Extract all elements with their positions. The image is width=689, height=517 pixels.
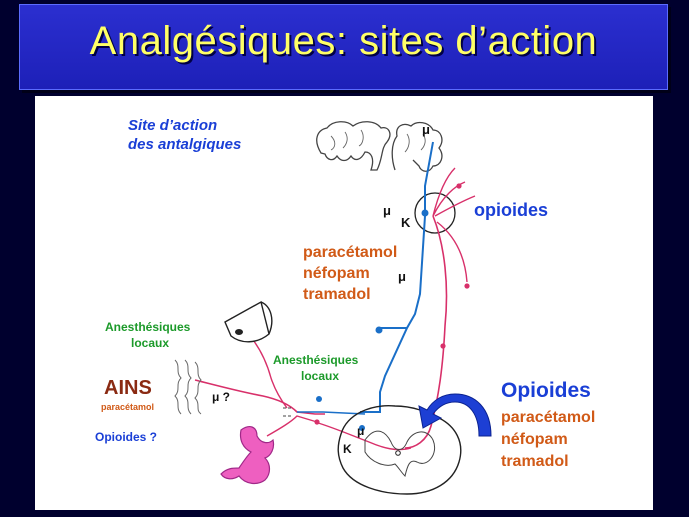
orange-top-line1: paracétamol [303, 244, 398, 261]
anesthesiques-left-line1: Anesthésiques [105, 320, 191, 334]
paracetamol-small-label: paracétamol [101, 402, 155, 412]
blue-descending-arrow [418, 393, 492, 437]
blue-synapse-mid [375, 326, 383, 334]
opioides-question-label: Opioides ? [95, 430, 158, 444]
kappa-cord-label: K [343, 442, 352, 456]
blue-synapse-peripheral [316, 396, 322, 402]
pink-afferent-lower [266, 415, 318, 437]
kappa-thalamus-label: K [401, 215, 411, 230]
pink-cortex-branches [432, 167, 476, 283]
anesthesiques-mid-line1: Anesthésiques [273, 353, 359, 367]
orange-bottom-line1: paracétamol [501, 409, 596, 426]
opioides-top-label: opioides [474, 200, 549, 220]
thalamus-circle [414, 192, 456, 234]
anesthesiques-left-line2: locaux [131, 336, 170, 350]
spinal-cord-outline [337, 405, 462, 495]
site-title-line2: des antalgiques [128, 136, 242, 153]
blue-ascending-pathway [360, 141, 434, 413]
diagram-panel: Site d’action des antalgiques μ μ K opio… [35, 96, 653, 510]
pink-descending-pathway [404, 215, 448, 449]
title-bar: Analgésiques: sites d’action [19, 4, 668, 90]
brain-outline-right [391, 121, 443, 172]
orange-top-line3: tramadol [303, 286, 371, 303]
orange-top-line2: néfopam [303, 265, 370, 282]
mu-cord-label: μ [357, 424, 365, 438]
brain-folds [330, 129, 426, 153]
blue-peripheral-path [297, 411, 366, 415]
blue-synapse-thalamus [421, 209, 429, 217]
blue-synapse-cord [359, 425, 365, 431]
slide-title: Analgésiques: sites d’action [89, 19, 598, 63]
ains-label: AINS [104, 377, 152, 399]
mu-question-label: μ ? [212, 390, 231, 404]
pink-organ-shape [220, 426, 275, 485]
junction-dashes [283, 407, 293, 417]
opioides-big-label: Opioides [501, 379, 591, 402]
sensory-receptor-icon [224, 300, 273, 343]
pink-afferent-nerve [194, 379, 325, 415]
tissue-wavy-lines [174, 359, 202, 415]
orange-bottom-line2: néfopam [501, 431, 568, 448]
mu-thalamus-label: μ [383, 203, 391, 218]
orange-bottom-line3: tramadol [501, 453, 569, 470]
mu-tract-label: μ [398, 269, 406, 284]
brain-outline [316, 121, 391, 171]
spinal-cord-grey-matter [364, 430, 435, 477]
anesthesiques-mid-line2: locaux [301, 369, 340, 383]
pain-pathway-diagram [174, 121, 492, 495]
site-title-line1: Site d’action [128, 117, 218, 134]
mu-cortex-label: μ [422, 122, 430, 137]
